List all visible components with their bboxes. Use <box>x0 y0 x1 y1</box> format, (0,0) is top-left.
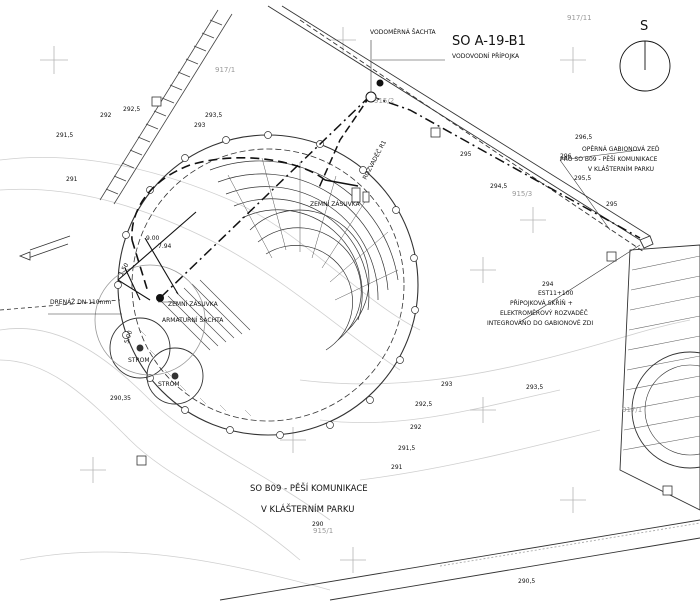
service-box-label-4: INTEGROVÁNO DO GABIONOVÉ ZDI <box>487 319 593 327</box>
elevation-labels: 292 292,5 293 293,5 291,5 291 295 294,5 … <box>56 106 618 585</box>
elevation-label: 292,5 <box>415 401 432 408</box>
service-box-label-0: 294 <box>542 281 554 288</box>
parcel-label-4: 915/1 <box>313 527 333 535</box>
trees <box>109 317 204 405</box>
elevation-label: 295 <box>460 151 472 158</box>
hatched-zone-east <box>619 244 700 511</box>
tree-label-1: STROM <box>128 357 150 364</box>
parcel-label-2: 915/2 <box>374 97 394 105</box>
fitting-shaft-label: ARMATURNÍ ŠACHTA <box>162 317 224 324</box>
north-arrow <box>619 40 671 92</box>
elevation-label: 291,5 <box>56 132 73 139</box>
leader-lines <box>48 40 641 323</box>
main-title-line1: SO B09 - PĚŠÍ KOMUNIKACE <box>250 482 368 494</box>
elevation-label: 290,5 <box>518 578 535 585</box>
parcel-label-6: 917/1 <box>622 406 642 414</box>
service-box-label-2: PŘÍPOJKOVÁ SKŘÍŇ + <box>510 299 573 307</box>
elevation-label: 290,35 <box>110 395 131 402</box>
gabion-wall-label-3: V KLÁŠTERNÍM PARKU <box>588 166 654 173</box>
elevation-label: 292 <box>100 112 112 119</box>
utility-symbols <box>136 96 673 496</box>
stairs <box>159 279 251 351</box>
dimension-label-4: 5.00 <box>123 330 134 345</box>
elevation-label: 293 <box>194 122 206 129</box>
elevation-label: 295 <box>606 201 618 208</box>
main-title-line2: V KLÁŠTERNÍM PARKU <box>261 503 354 515</box>
parcel-label-5: 917/11 <box>567 14 592 22</box>
survey-crosses <box>40 27 586 573</box>
water-line <box>159 95 641 299</box>
so-code-label: SO A-19-B1 <box>452 34 526 49</box>
elevation-label: 293,5 <box>205 112 222 119</box>
tree-label-2: STROM <box>158 381 180 388</box>
terrain-contours <box>0 157 691 591</box>
elevation-label: 292,5 <box>123 106 140 113</box>
dimension-label-2: 7.94 <box>158 243 172 250</box>
water-meter-shaft-label: VODOMĚRNÁ ŠACHTA <box>370 28 437 36</box>
ground-socket-label-2: ZEMNÍ ZÁSUVKA <box>168 301 219 308</box>
ring-posts <box>114 131 419 439</box>
elevation-label: 293,5 <box>526 384 543 391</box>
dimension-lines <box>117 211 197 301</box>
elevation-label: 292 <box>410 424 422 431</box>
north-arrow-letter: S <box>640 19 648 34</box>
parcel-label-1: 917/1 <box>215 66 235 74</box>
service-box-label-1: EST11+100 <box>538 290 574 297</box>
gabion-wall <box>267 5 654 253</box>
elevation-label: 296 <box>560 153 572 160</box>
dimension-label-1: 9.00 <box>146 235 160 242</box>
parcel-label-3: 915/3 <box>512 190 532 198</box>
elevation-label: 291 <box>66 176 78 183</box>
elevation-label: 294,5 <box>490 183 507 190</box>
hatched-strip-north <box>99 9 233 205</box>
gabion-wall-label-1: OPĚRNÁ GABIONOVÁ ZEĎ <box>582 145 660 153</box>
elevation-label: 293 <box>441 381 453 388</box>
elevation-label: 291 <box>391 464 403 471</box>
fitting-circle <box>94 264 206 376</box>
elevation-label: 296,5 <box>575 134 592 141</box>
service-box-label-3: ELEKTROMĚROVÝ ROZVADĚČ <box>500 309 588 317</box>
road-south <box>219 519 700 601</box>
gabion-wall-label-2: PRO SO B09 - PĚŠÍ KOMUNIKACE <box>560 155 658 163</box>
switchboard-r1-label: ROZVADĚČ R1 <box>361 139 388 181</box>
drainage-line <box>0 235 121 311</box>
water-service-label: VODOVODNÍ PŘÍPOJKA <box>452 52 520 60</box>
elevation-label: 290 <box>312 521 324 528</box>
ground-socket-label-1: ZEMNÍ ZÁSUVKA <box>310 201 361 208</box>
elevation-label: 291,5 <box>398 445 415 452</box>
elevation-label: 295,5 <box>574 175 591 182</box>
amphitheatre-plaza <box>114 131 419 439</box>
drainage-label: DRENÁŽ DN 110mm <box>50 298 112 306</box>
electric-line <box>131 157 359 293</box>
